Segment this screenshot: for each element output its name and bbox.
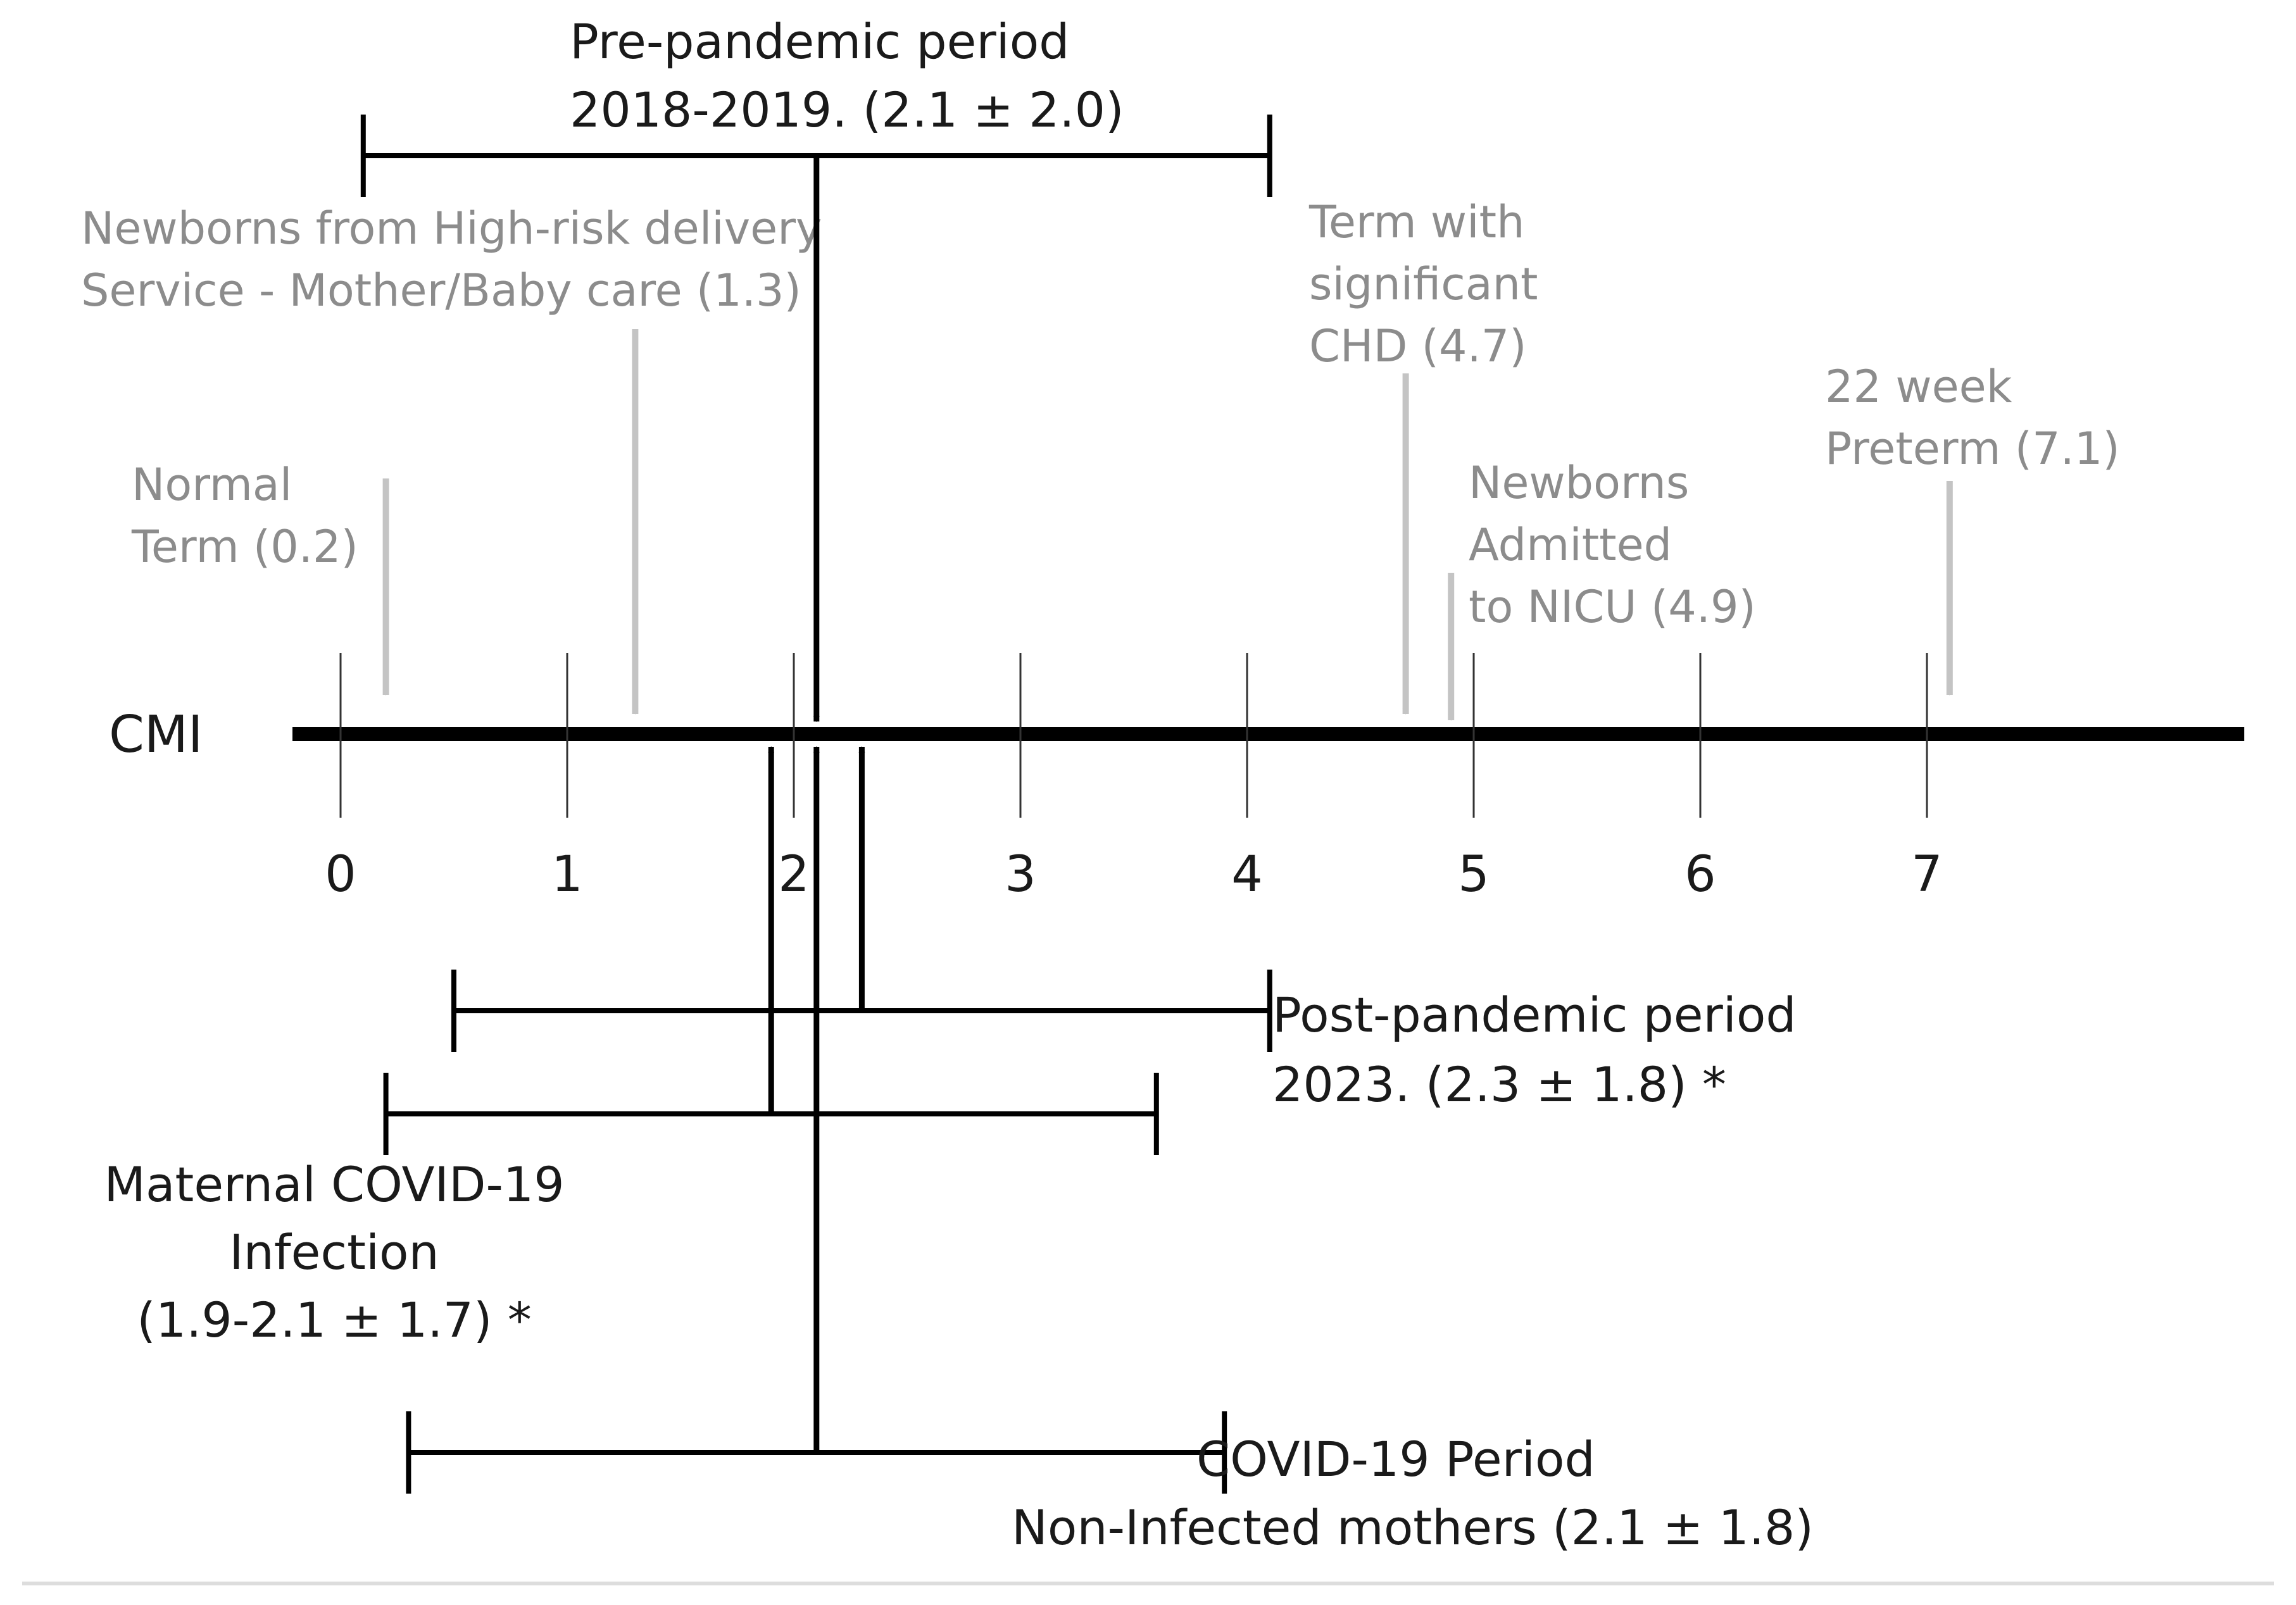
reference-label: Preterm (7.1) xyxy=(1825,423,2120,475)
tick-label: 2 xyxy=(778,846,810,903)
reference-label: Term with xyxy=(1308,196,1524,248)
tick-label: 4 xyxy=(1231,846,1263,903)
tick-label: 0 xyxy=(325,846,356,903)
group-pre-pandemic: Pre-pandemic period 2018-2019. (2.1 ± 2.… xyxy=(360,13,1272,722)
group-label-line-2: Infection xyxy=(229,1224,439,1280)
group-label-line-2: 2023. (2.3 ± 1.8) * xyxy=(1272,1056,1726,1113)
group-maternal-covid: Maternal COVID-19 Infection (1.9-2.1 ± 1… xyxy=(104,746,1159,1348)
reference-label: Newborns from High-risk delivery xyxy=(81,203,822,254)
group-post-pandemic: Post-pandemic period 2023. (2.3 ± 1.8) * xyxy=(451,746,1797,1113)
reference-label: Newborns xyxy=(1469,457,1689,509)
cmi-axis: CMI 0 1 2 3 4 5 6 7 xyxy=(109,653,2245,903)
group-label-line-2: 2018-2019. (2.1 ± 2.0) xyxy=(570,82,1124,138)
group-label-line-2: Non-Infected mothers (2.1 ± 1.8) xyxy=(1012,1499,1814,1556)
tick-label: 3 xyxy=(1005,846,1036,903)
group-label-line-3: (1.9-2.1 ± 1.7) * xyxy=(137,1292,531,1348)
reference-label: significant xyxy=(1309,258,1538,310)
reference-label: Admitted xyxy=(1469,519,1672,571)
reference-label: to NICU (4.9) xyxy=(1469,581,1756,633)
reference-label: Term (0.2) xyxy=(131,521,358,573)
tick-label: 1 xyxy=(551,846,583,903)
group-label-line-1: Pre-pandemic period xyxy=(570,13,1069,70)
reference-marker: Newborns from High-risk deliveryService … xyxy=(81,203,822,715)
group-label-line-1: COVID-19 Period xyxy=(1196,1431,1595,1487)
tick-label: 6 xyxy=(1684,846,1716,903)
reference-label: Service - Mother/Baby care (1.3) xyxy=(81,265,801,316)
tick-label: 5 xyxy=(1458,846,1490,903)
axis-label: CMI xyxy=(109,705,203,764)
reference-label: 22 week xyxy=(1825,361,2012,413)
reference-label: Normal xyxy=(132,459,292,511)
group-covid-period: COVID-19 Period Non-Infected mothers (2.… xyxy=(406,746,1814,1556)
group-label-line-1: Post-pandemic period xyxy=(1272,987,1797,1043)
tick-label: 7 xyxy=(1911,846,1943,903)
group-label-line-1: Maternal COVID-19 xyxy=(104,1156,564,1213)
axis-ticks: 0 1 2 3 4 5 6 7 xyxy=(325,653,1943,903)
reference-label: CHD (4.7) xyxy=(1309,320,1527,372)
